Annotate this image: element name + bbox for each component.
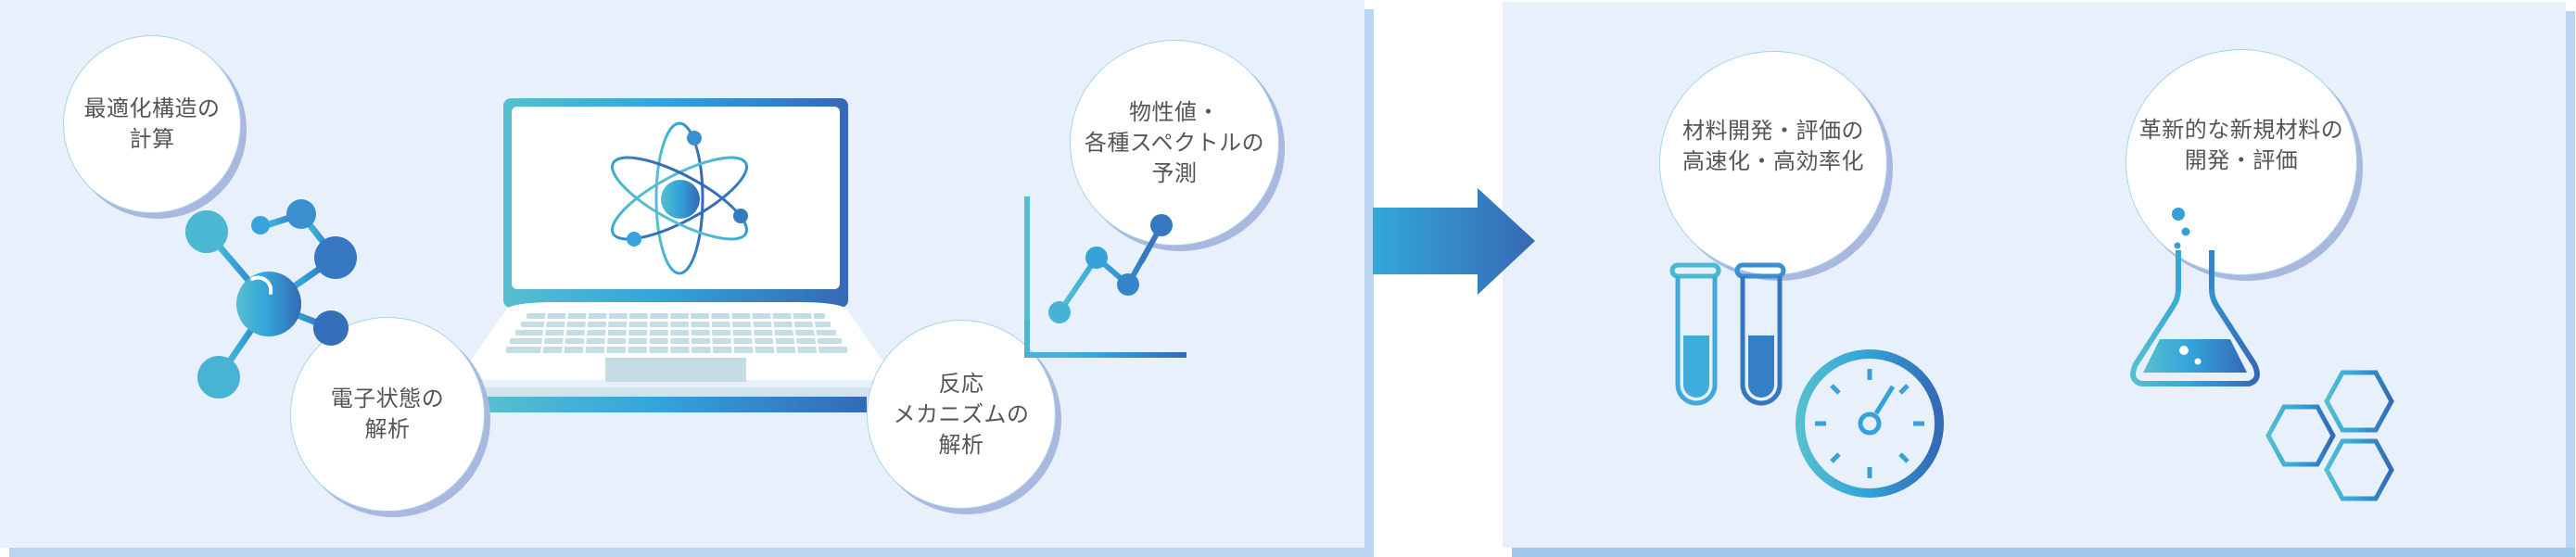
bubble-optimized-structure: 最適化構造の 計算 — [63, 35, 241, 213]
bubble-property-prediction: 物性値・ 各種スペクトルの 予測 — [1070, 40, 1279, 246]
laptop-atom-icon — [463, 98, 890, 412]
bubble-reaction-mechanism: 反応 メカニズムの 解析 — [867, 320, 1056, 509]
bubble-label: 反応 メカニズムの 解析 — [893, 370, 1030, 458]
hexagon-icon — [2265, 370, 2394, 501]
clock-icon — [1796, 349, 1944, 498]
bubble-label: 電子状態の 解析 — [330, 386, 445, 442]
bubble-electronic-state: 電子状態の 解析 — [290, 317, 485, 512]
bubble-label: 最適化構造の 計算 — [83, 95, 221, 152]
arrow-right-icon — [1373, 188, 1535, 295]
bubble-label: 革新的な新規材料の 開発・評価 — [2138, 117, 2344, 173]
bubble-faster-development: 材料開発・評価の 高速化・高効率化 — [1659, 51, 1887, 275]
bubble-innovative-materials: 革新的な新規材料の 開発・評価 — [2126, 49, 2357, 275]
bubble-label: 材料開発・評価の 高速化・高効率化 — [1682, 118, 1864, 174]
test-tubes-icon — [1669, 262, 1786, 406]
bubble-label: 物性値・ 各種スペクトルの 予測 — [1084, 98, 1265, 186]
